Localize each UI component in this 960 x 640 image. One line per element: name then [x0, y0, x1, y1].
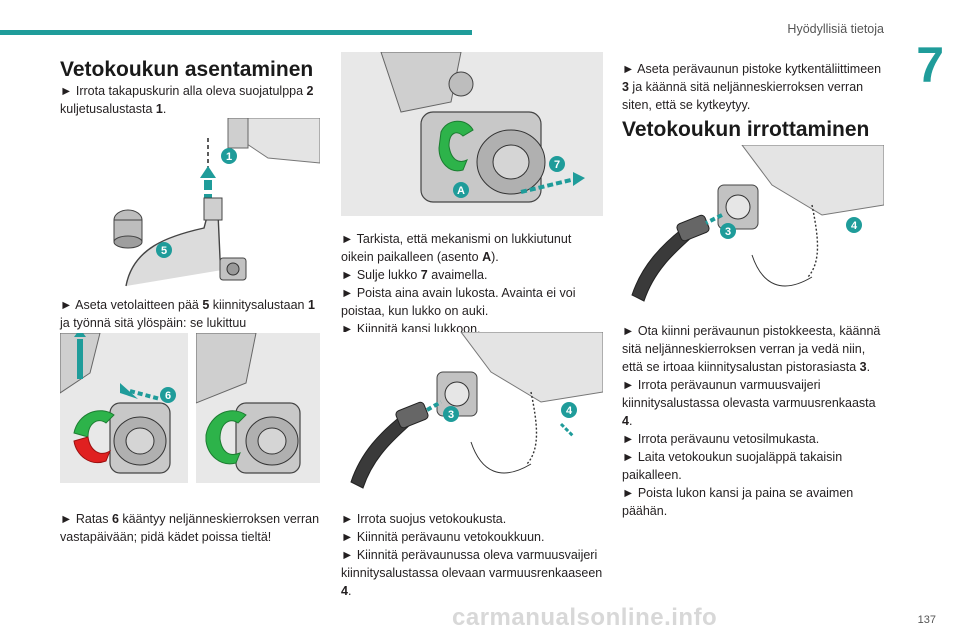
section-title: Hyödyllisiä tietoja	[787, 22, 884, 36]
heading-remove: Vetokoukun irrottaminen	[622, 118, 870, 141]
step-remove-plug: ► Irrota takapuskurin alla oleva suojatu…	[60, 84, 314, 116]
callout-7: 7	[554, 159, 560, 171]
figure-trailer-connect: 3 4	[341, 332, 603, 496]
col2-steps-lock: ► Tarkista, että mekanismi on lukkiutunu…	[341, 232, 576, 336]
figure-lock-position: 7 A	[341, 52, 603, 216]
callout-4: 4	[566, 405, 573, 417]
callout-6: 6	[165, 390, 171, 402]
figure-wheel-locked	[196, 333, 320, 483]
page-number: 137	[917, 614, 936, 626]
callout-4b: 4	[851, 220, 858, 232]
col2-steps-trailer: ► Irrota suojus vetokoukusta. ► Kiinnitä…	[341, 512, 603, 598]
chapter-number: 7	[916, 37, 944, 93]
heading-install: Vetokoukun asentaminen	[60, 58, 314, 81]
col3-intro-connect: ► Aseta perävaunun pistoke kytkentäliitt…	[622, 62, 882, 112]
header-accent-bar	[0, 30, 472, 35]
step-wheel-turns: ► Ratas 6 kääntyy neljänneskierroksen ve…	[60, 512, 320, 544]
callout-3: 3	[448, 409, 454, 421]
callout-3b: 3	[725, 226, 731, 238]
watermark: carmanualsonline.info	[452, 604, 718, 631]
callout-5: 5	[161, 245, 167, 257]
figure-trailer-disconnect: 3 4	[622, 145, 884, 309]
col3-steps-remove: ► Ota kiinni perävaunun pistokkeesta, kä…	[622, 324, 881, 518]
figure-wheel-turning: 6	[60, 333, 188, 483]
callout-a: A	[457, 185, 465, 197]
callout-1: 1	[226, 151, 232, 163]
figure-hitch-insert: 1 5	[108, 118, 320, 288]
